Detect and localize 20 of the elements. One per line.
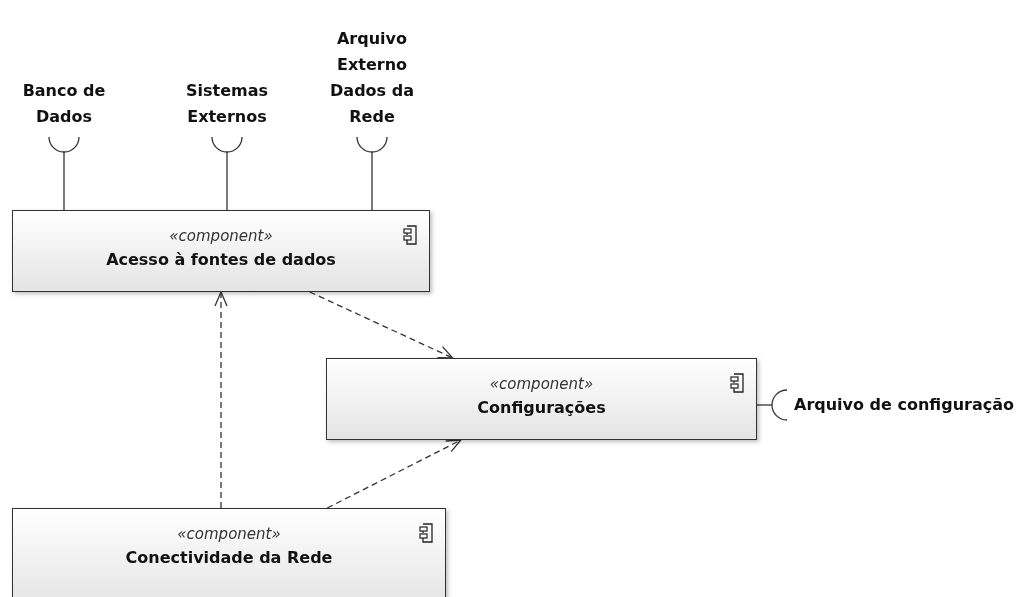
stereotype-label: «component» — [177, 524, 281, 545]
component-name: Configurações — [477, 397, 606, 419]
interface-label: Arquivo de configuração — [794, 394, 1014, 416]
interface-connector — [48, 136, 80, 211]
component-name: Conectividade da Rede — [125, 547, 333, 569]
interface-label: Arquivo Externo Dados da Rede — [329, 28, 415, 128]
component-box — [12, 210, 430, 292]
dependency-arrow — [214, 291, 228, 509]
interface-connector — [756, 389, 788, 421]
component-box — [326, 358, 757, 440]
interface-label: Sistemas Externos — [185, 80, 269, 128]
interface-connector — [211, 136, 243, 211]
component-name: Acesso à fontes de dados — [106, 249, 336, 271]
stereotype-label: «component» — [169, 226, 273, 247]
stereotype-label: «component» — [489, 374, 594, 395]
interface-connector — [356, 136, 388, 211]
component-box — [12, 508, 446, 597]
interface-label: Banco de Dados — [21, 80, 107, 128]
dependency-arrow — [309, 291, 454, 359]
dependency-arrow — [326, 439, 462, 509]
